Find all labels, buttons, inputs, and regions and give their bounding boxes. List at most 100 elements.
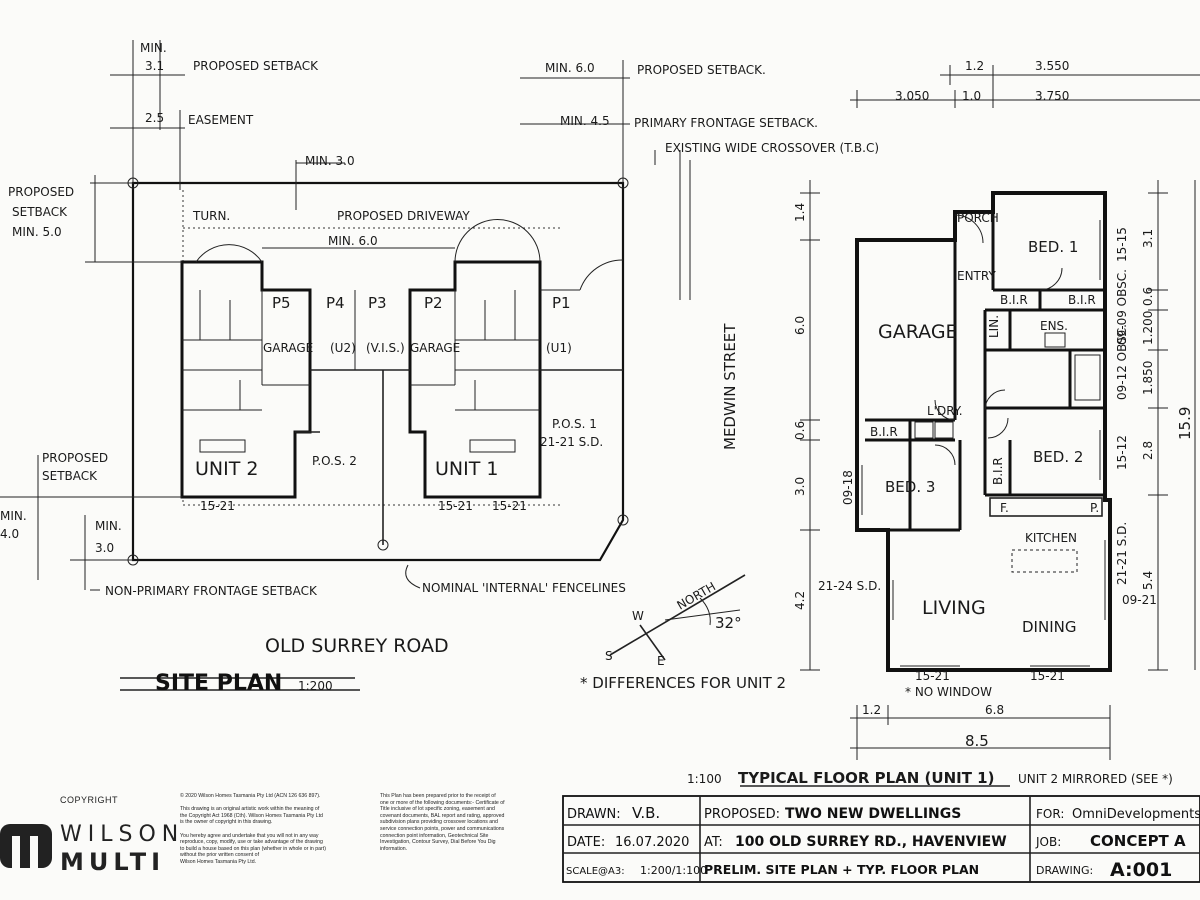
- window-unit1-a: 15-21: [438, 499, 473, 513]
- site-plan-scale: 1:200: [298, 679, 333, 693]
- room-bed3: BED. 3: [885, 478, 935, 496]
- foot1-line: © 2020 Wilson Homes Tasmania Pty Ltd (AC…: [180, 793, 321, 799]
- existing-crossover-label: EXISTING WIDE CROSSOVER (T.B.C): [665, 141, 879, 155]
- compass-s: S: [605, 649, 613, 663]
- bottom-dim-total: 8.5: [965, 732, 989, 750]
- foot2-line: one or more of the following documents:-…: [380, 799, 505, 806]
- date-label: DATE:: [567, 835, 605, 850]
- left-dim-3: 0.6: [793, 421, 807, 440]
- job-label: JOB:: [1035, 835, 1061, 849]
- logo-multi-text: MULTI: [60, 848, 165, 876]
- window-note-1: 15-15: [1115, 227, 1129, 262]
- proposed-setback-label-2: PROPOSED SETBACK.: [637, 63, 766, 77]
- room-bir-2: B.I.R: [1068, 293, 1096, 307]
- turn-label: TURN.: [192, 209, 230, 223]
- room-laundry: L'DRY.: [927, 404, 963, 418]
- compass-e: E: [657, 654, 665, 668]
- at-label: AT:: [704, 835, 723, 850]
- client-value: OmniDevelopments: [1072, 807, 1200, 822]
- bottom-window-2: 15-21: [1030, 669, 1065, 683]
- foot1-line: is the owner of copyright in this drawin…: [180, 819, 273, 826]
- fridge-label: F.: [1000, 501, 1009, 515]
- foot1-line: to build a house based on this plan (whe…: [180, 845, 326, 852]
- foot2-line: Title inclusive of lot specific zoning, …: [380, 806, 495, 813]
- parking-p3: P3: [368, 294, 387, 312]
- window-note-3: 09-12 OBSC.: [1115, 324, 1129, 400]
- right-dim-4: 1.850: [1141, 361, 1155, 395]
- foot1-line: You hereby agree and undertake that you …: [180, 832, 319, 839]
- wilson-multi-logo: WILSON MULTI: [0, 818, 178, 878]
- window-note-5: 21-21 S.D.: [1115, 522, 1129, 585]
- right-dim-1: 3.1: [1141, 229, 1155, 248]
- foot1-line: the Copyright Act 1968 (Cth). Wilson Hom…: [180, 812, 323, 819]
- room-dining: DINING: [1022, 618, 1076, 636]
- unit-1-label: UNIT 1: [435, 458, 498, 480]
- scale-label: SCALE@A3:: [566, 866, 625, 877]
- mirrored-note: UNIT 2 MIRRORED (SEE *): [1018, 772, 1173, 786]
- min-3-lower-label: MIN.: [95, 519, 122, 533]
- setback-left-1: PROPOSED: [8, 185, 74, 199]
- garage-unit1: GARAGE: [410, 341, 460, 355]
- setback-lower-2: SETBACK: [42, 469, 98, 483]
- site-plan-title: SITE PLAN: [155, 671, 282, 696]
- drawn-label: DRAWN:: [567, 807, 621, 822]
- drawing-label: DRAWING:: [1036, 864, 1093, 877]
- room-garage: GARAGE: [878, 321, 958, 343]
- min-4-label: MIN.: [0, 509, 27, 523]
- room-lin: LIN.: [987, 315, 1001, 338]
- top-dim-1: 1.2: [965, 59, 984, 73]
- pos-1-label: P.O.S. 1: [552, 417, 597, 431]
- left-dim-2: 6.0: [793, 316, 807, 335]
- nominal-fencelines-label: NOMINAL 'INTERNAL' FENCELINES: [422, 581, 626, 595]
- job-value: CONCEPT A: [1090, 832, 1186, 850]
- sd-label: 21-21 S.D.: [540, 435, 603, 449]
- garage-unit2: GARAGE: [263, 341, 313, 355]
- pantry-label: P.: [1090, 501, 1099, 515]
- window-note-2: 09-09 OBSC.: [1115, 269, 1129, 345]
- proposed-driveway-label: PROPOSED DRIVEWAY: [337, 209, 470, 223]
- min-3-label: MIN. 3.0: [305, 154, 355, 168]
- right-dim-2: 0.6: [1141, 287, 1155, 306]
- differences-note: * DIFFERENCES FOR UNIT 2: [580, 674, 786, 692]
- u2-label: (U2): [330, 341, 356, 355]
- left-dim-1: 1.4: [793, 203, 807, 222]
- road-label: OLD SURREY ROAD: [265, 635, 449, 657]
- foot1-line: This drawing is an original artistic wor…: [180, 806, 320, 813]
- foot2-line: information.: [380, 845, 408, 852]
- proposed-value: TWO NEW DWELLINGS: [785, 806, 961, 822]
- parking-p1: P1: [552, 294, 571, 312]
- title-block: [562, 795, 1200, 883]
- copyright-notice: © 2020 Wilson Homes Tasmania Pty Ltd (AC…: [180, 793, 365, 866]
- right-dim-6: 5.4: [1141, 571, 1155, 590]
- proposed-label: PROPOSED:: [704, 807, 780, 822]
- foot2-line: service connection points, power and com…: [380, 825, 505, 832]
- date-value: 16.07.2020: [615, 835, 689, 850]
- window-note-4: 15-12: [1115, 435, 1129, 470]
- pos-2-label: P.O.S. 2: [312, 454, 357, 468]
- title-block-text: DRAWN: V.B. DATE: 16.07.2020 SCALE@A3: 1…: [566, 804, 1200, 881]
- window-unit1-b: 15-21: [492, 499, 527, 513]
- proposed-setback-label: PROPOSED SETBACK: [193, 59, 319, 73]
- vis-label: (V.I.S.): [366, 341, 405, 355]
- foot2-line: This Plan has been prepared prior to the…: [380, 793, 496, 799]
- foot1-line: [180, 800, 365, 807]
- parking-p5: P5: [272, 294, 291, 312]
- parking-p4: P4: [326, 294, 345, 312]
- foot1-line: without the prior written consent of: [180, 852, 260, 859]
- u1-label: (U1): [546, 341, 572, 355]
- parking-p2: P2: [424, 294, 443, 312]
- north-label: NORTH: [675, 579, 719, 612]
- foot1-line: reproduce, copy, modify, use or take adv…: [180, 839, 323, 846]
- top-dim-5: 3.750: [1035, 89, 1069, 103]
- window-note-8: 21-24 S.D.: [818, 579, 881, 593]
- easement-label: EASEMENT: [188, 113, 254, 127]
- foot2-line: connection point information, Geotechnic…: [380, 832, 489, 839]
- window-note-6: 09-21: [1122, 593, 1157, 607]
- min-4-5-label: MIN. 4.5: [560, 114, 610, 128]
- copyright-label: COPYRIGHT: [60, 795, 119, 805]
- scale-value: 1:200/1:100: [640, 864, 707, 877]
- top-dim-3: 3.050: [895, 89, 929, 103]
- foot2-line: subdivision plans providing crossover lo…: [380, 819, 498, 826]
